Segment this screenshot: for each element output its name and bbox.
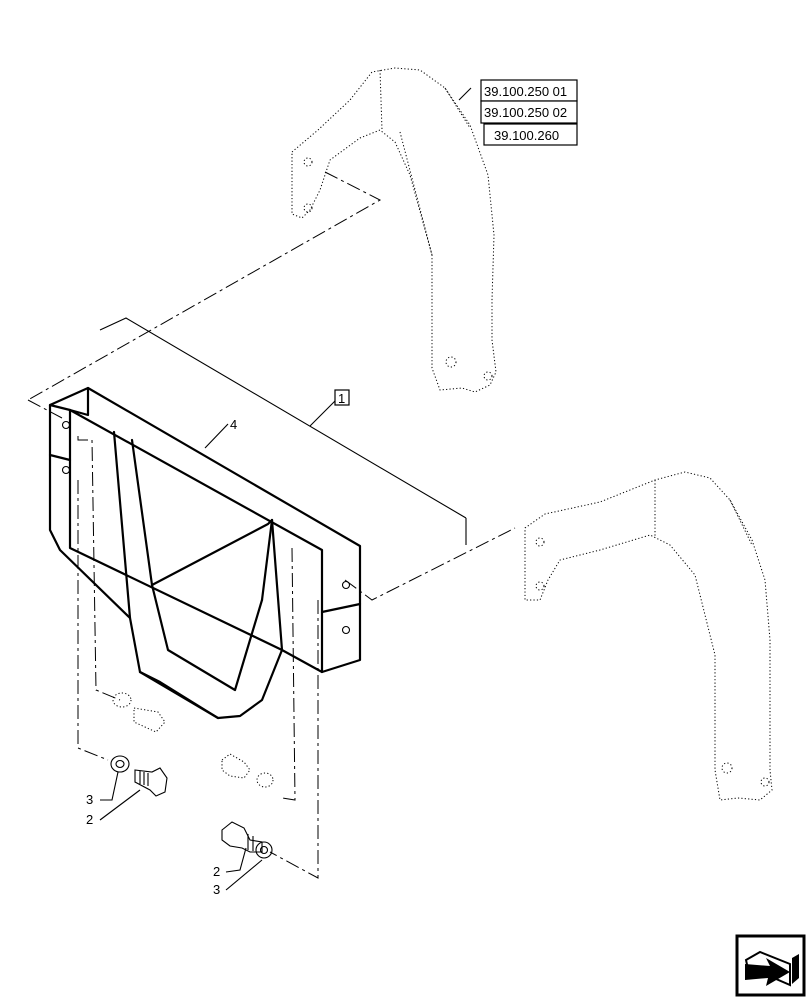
washer-left — [110, 755, 130, 773]
leader-lines — [99, 87, 472, 891]
assembly-bracket — [99, 317, 467, 545]
callout-washer-left: 3 — [86, 792, 93, 807]
reference-box-3[interactable] — [483, 123, 578, 146]
cross-frame — [48, 386, 362, 720]
washer-right — [255, 841, 273, 859]
bolt-left — [134, 767, 168, 797]
callout-bolt-left: 2 — [86, 812, 93, 827]
alignment-lines — [27, 171, 516, 879]
fastener-set-top — [112, 692, 166, 733]
right-arm-bracket — [524, 471, 773, 801]
fastener-set-mid — [221, 753, 274, 788]
reference-text-3[interactable]: 39.100.260 — [494, 128, 559, 143]
reference-list[interactable]: 39.100.250 01 39.100.250 02 39.100.260 — [480, 79, 578, 146]
next-page-arrow-icon[interactable] — [735, 934, 806, 997]
callout-bolt-right: 2 — [213, 864, 220, 879]
callout-washer-right: 3 — [213, 882, 220, 897]
upper-arm-bracket — [291, 67, 497, 393]
callout-assembly-box — [334, 389, 350, 406]
bolt-right — [221, 821, 263, 853]
callout-frame: 4 — [230, 417, 237, 432]
reference-text-2[interactable]: 39.100.250 02 — [484, 105, 567, 120]
callout-assembly: 1 — [338, 391, 345, 406]
reference-box-2[interactable] — [480, 100, 578, 124]
reference-text-1[interactable]: 39.100.250 01 — [484, 84, 567, 99]
